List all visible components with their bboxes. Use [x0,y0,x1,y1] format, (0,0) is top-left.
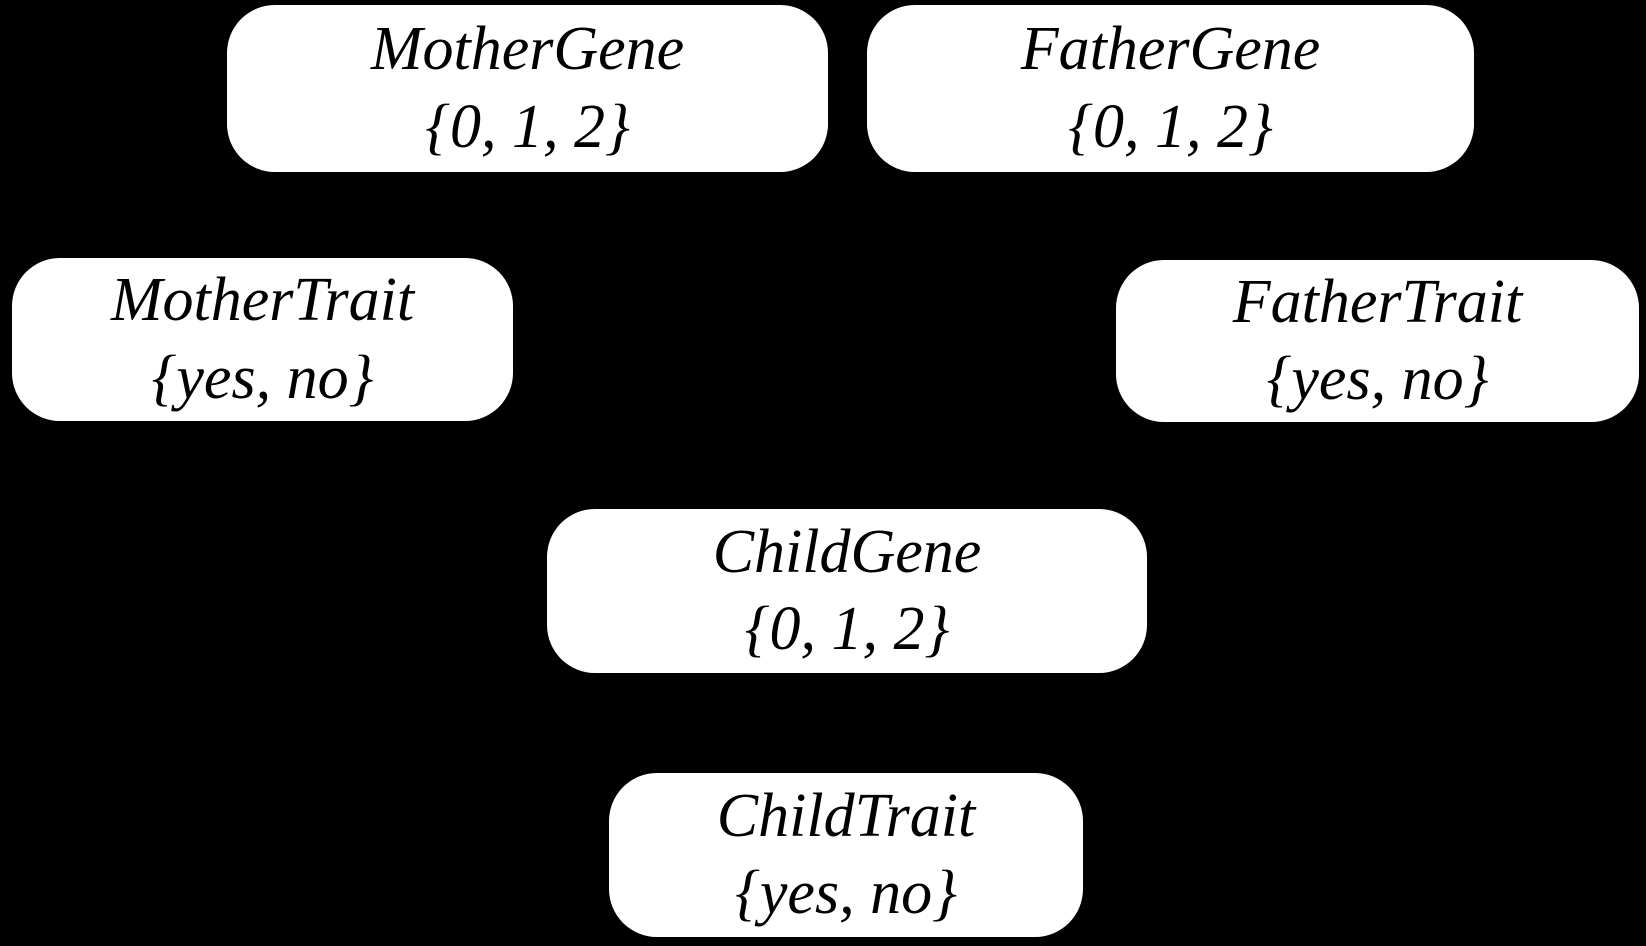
node-mother-gene: MotherGene {0, 1, 2} [227,5,828,172]
node-child-trait-title: ChildTrait [716,781,976,850]
node-father-gene: FatherGene {0, 1, 2} [867,5,1474,172]
node-father-gene-title: FatherGene [1020,15,1321,83]
node-father-trait: FatherTrait {yes, no} [1116,260,1639,422]
node-child-gene: ChildGene {0, 1, 2} [547,509,1147,673]
node-mother-trait-title: MotherTrait [110,266,415,334]
node-father-trait-domain: {yes, no} [1266,345,1489,413]
node-child-gene-title: ChildGene [712,517,982,586]
node-mother-gene-title: MotherGene [370,15,685,83]
node-father-trait-title: FatherTrait [1232,267,1523,336]
node-child-trait-domain: {yes, no} [735,859,957,927]
node-child-gene-domain: {0, 1, 2} [744,595,950,663]
node-mother-gene-domain: {0, 1, 2} [425,92,630,161]
node-mother-trait-domain: {yes, no} [151,343,374,412]
node-father-gene-domain: {0, 1, 2} [1068,92,1273,161]
node-child-trait: ChildTrait {yes, no} [609,773,1083,937]
node-mother-trait: MotherTrait {yes, no} [12,258,513,421]
